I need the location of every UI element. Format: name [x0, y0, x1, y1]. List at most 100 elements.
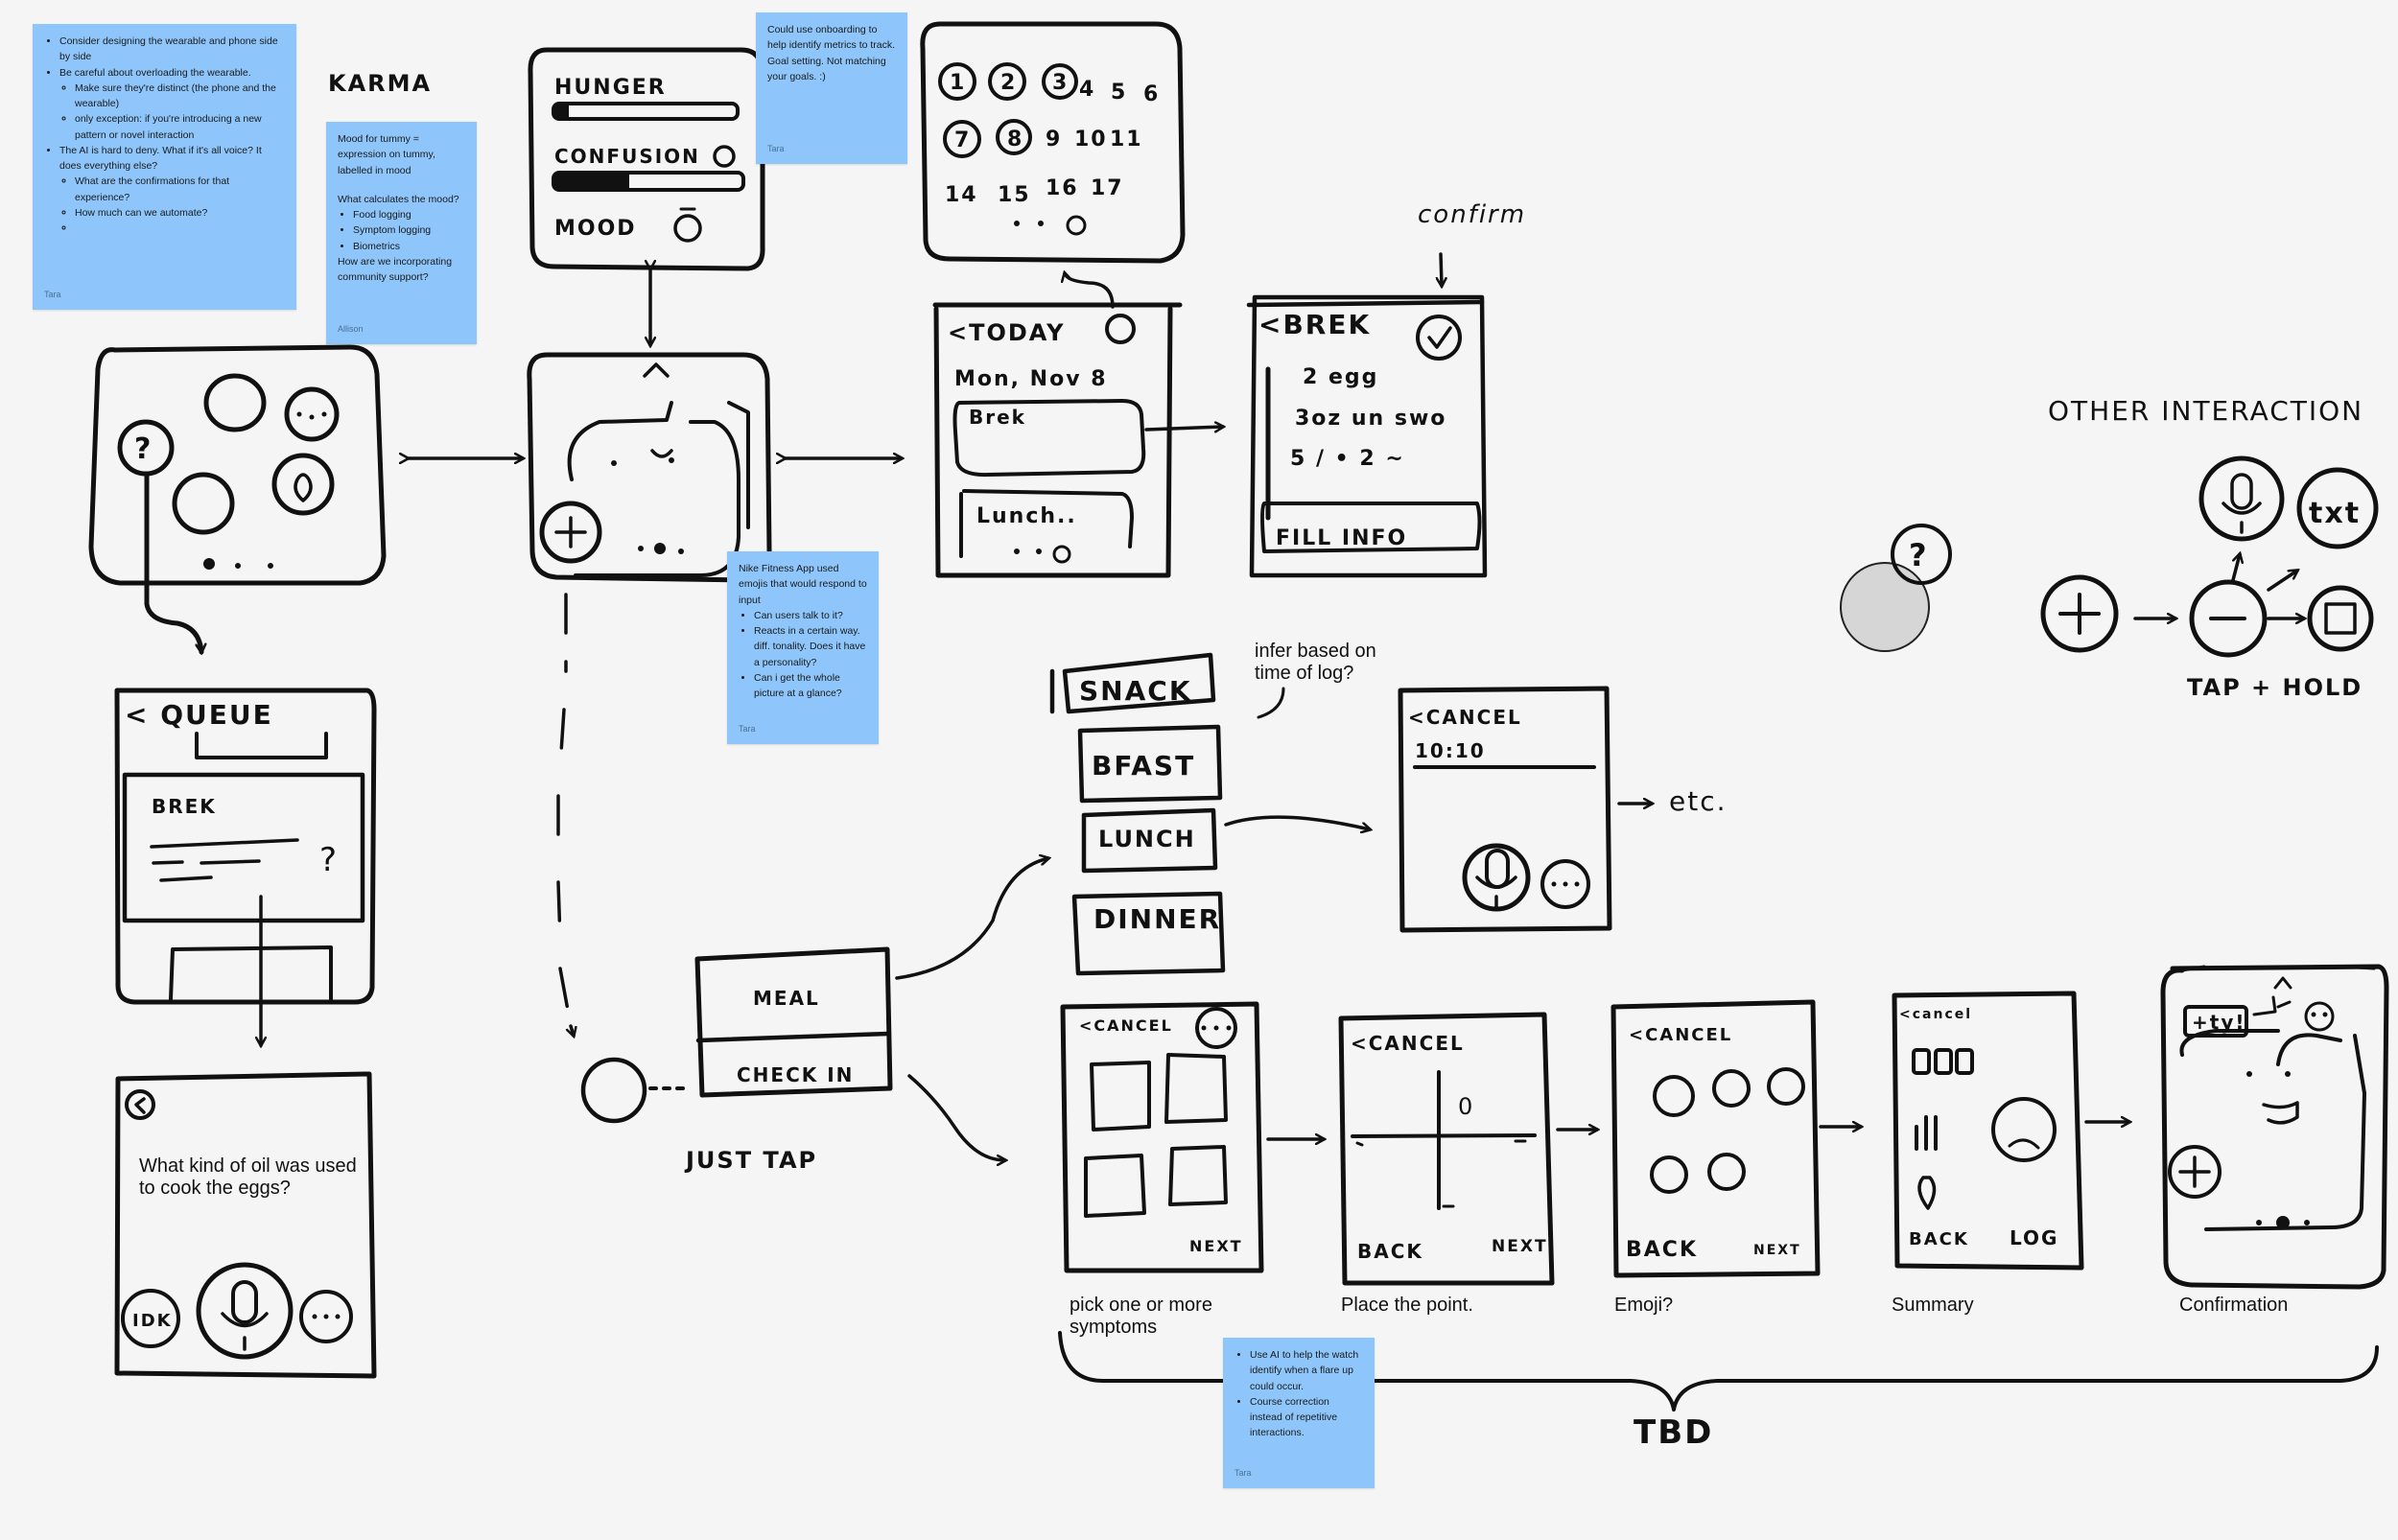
voice-log-screen [1398, 686, 1652, 933]
note-item [75, 221, 285, 236]
confirmation-screen [2160, 964, 2389, 1290]
fill-info-button: FILL INFO [1276, 526, 1407, 550]
sticky-note-mood: Mood for tummy = expression on tummy, la… [326, 122, 477, 344]
summary-cancel: <cancel [1899, 1007, 1972, 1022]
symptoms-cancel: <CANCEL [1079, 1016, 1173, 1035]
note-item: Can i get the whole picture at a glance? [754, 670, 867, 702]
emoji-caption: Emoji? [1614, 1295, 1674, 1316]
note-item: Food logging [353, 207, 465, 222]
note-author: Tara [44, 290, 61, 300]
note-item: The AI is hard to deny. What if it's all… [59, 143, 285, 237]
thank-you-bubble: +ty! [2192, 1011, 2245, 1034]
today-watch-screen [932, 302, 1223, 578]
summary-log: LOG [2010, 1226, 2058, 1249]
note-item: Reacts in a certain way. diff. tonality.… [754, 623, 867, 670]
food-item-1: 2 egg [1303, 365, 1378, 389]
place-point-screen [1338, 1012, 1597, 1286]
note-item: Make sure they're distinct (the phone an… [75, 81, 285, 112]
note-item: Use AI to help the watch identify when a… [1250, 1347, 1363, 1394]
snack-tile: SNACK [1079, 675, 1192, 707]
mood-watch-screen [528, 47, 765, 271]
food-item-3: 5 / • 2 ~ [1290, 447, 1405, 471]
food-item-2: 3oz un swo [1295, 407, 1446, 431]
cal-date: 2 [1000, 71, 1017, 95]
cal-date: 4 [1079, 78, 1095, 102]
mood-label: MOOD [554, 217, 637, 241]
other-interaction-diagram [2040, 455, 2379, 658]
note-item: How much can we automate? [75, 205, 285, 221]
brek-detail-screen [1246, 252, 1488, 578]
emoji-next: NEXT [1753, 1243, 1801, 1258]
oil-question-screen [114, 1071, 377, 1379]
place-point-caption: Place the point. [1341, 1295, 1473, 1316]
point-next: NEXT [1492, 1237, 1548, 1256]
note-item: only exception: if you're introducing a … [75, 111, 285, 143]
sticky-note-onboarding: Could use onboarding to help identify me… [756, 12, 907, 164]
today-brek-item: Brek [969, 406, 1026, 429]
note-text: What calculates the mood? [338, 193, 459, 205]
other-interaction-title: OTHER INTERACTION [2048, 395, 2363, 427]
infer-note: infer based on time of log? [1255, 641, 1376, 684]
cal-date: 14 [945, 183, 978, 207]
confirm-label: confirm [1418, 200, 1526, 229]
today-date: Mon, Nov 8 [954, 367, 1108, 391]
voice-time: 10:10 [1415, 739, 1486, 762]
cal-date: 7 [954, 128, 971, 152]
sticky-note-design-feedback: Consider designing the wearable and phon… [33, 24, 296, 310]
cal-date: 3 [1052, 71, 1069, 95]
note-text: Nike Fitness App used emojis that would … [739, 563, 867, 606]
queue-brek-card: BREK [152, 795, 217, 818]
point-back: BACK [1357, 1240, 1423, 1263]
cal-date: 9 [1046, 128, 1062, 152]
cal-date: 16 [1046, 176, 1079, 200]
note-item: Can users talk to it? [754, 608, 867, 623]
watch-bubbles-screen [88, 344, 387, 652]
note-item: Course correction instead of repetitive … [1250, 1394, 1363, 1441]
point-cancel: <CANCEL [1351, 1032, 1465, 1055]
meal-checkin-selector [580, 858, 1048, 1160]
note-item: Symptom logging [353, 222, 465, 238]
just-tap-label: JUST TAP [684, 1147, 817, 1174]
emoji-back: BACK [1626, 1238, 1698, 1262]
emoji-cancel: <CANCEL [1629, 1025, 1732, 1045]
note-item: What are the confirmations for that expe… [75, 174, 285, 205]
note-item: Be careful about overloading the wearabl… [59, 65, 285, 143]
today-lunch-item: Lunch.. [976, 504, 1077, 528]
calendar-watch-screen [920, 21, 1186, 309]
voice-cancel-label: <CANCEL [1408, 706, 1522, 729]
queue-question-mark: ? [319, 841, 339, 879]
cal-date: 10 [1074, 128, 1108, 152]
pick-symptoms-caption: pick one or more symptoms [1070, 1295, 1212, 1338]
bubble-question-mark: ? [134, 432, 153, 466]
question-badge: ? [1909, 537, 1929, 573]
note-author: Tara [1234, 1468, 1252, 1479]
sticky-note-nike: Nike Fitness App used emojis that would … [727, 551, 879, 744]
bfast-tile: BFAST [1092, 750, 1195, 782]
queue-title: < QUEUE [125, 699, 273, 731]
idk-button-label: IDK [132, 1311, 173, 1331]
calendar-dates: 1 2 3 4 5 6 7 8 9 10 11 14 15 16 17 [945, 71, 1158, 207]
note-author: Allison [338, 324, 364, 335]
summary-screen [1892, 991, 2129, 1271]
queue-screen [114, 688, 377, 1045]
note-text: Mood for tummy = expression on tummy, la… [338, 133, 435, 176]
summary-caption: Summary [1892, 1295, 1974, 1316]
lunch-tile: LUNCH [1098, 826, 1196, 852]
cal-date: 15 [998, 183, 1031, 207]
cal-date: 5 [1111, 81, 1127, 105]
cal-date: 17 [1091, 176, 1124, 200]
tbd-label: TBD [1634, 1413, 1713, 1452]
cal-date: 8 [1007, 128, 1023, 152]
cal-date: 1 [950, 71, 966, 95]
meal-option: MEAL [753, 987, 820, 1010]
note-text: How are we incorporating community suppo… [338, 255, 453, 284]
sticky-note-ai: Use AI to help the watch identify when a… [1223, 1338, 1375, 1488]
note-text: Goal setting. Not matching your goals. :… [767, 55, 886, 82]
note-item: Biometrics [353, 239, 465, 254]
dinner-tile: DINNER [1093, 903, 1221, 935]
confusion-label: CONFUSION [554, 145, 700, 168]
point-zero: 0 [1458, 1093, 1474, 1120]
brek-detail-title: <BREK [1258, 309, 1371, 340]
etc-label: etc. [1669, 785, 1728, 817]
